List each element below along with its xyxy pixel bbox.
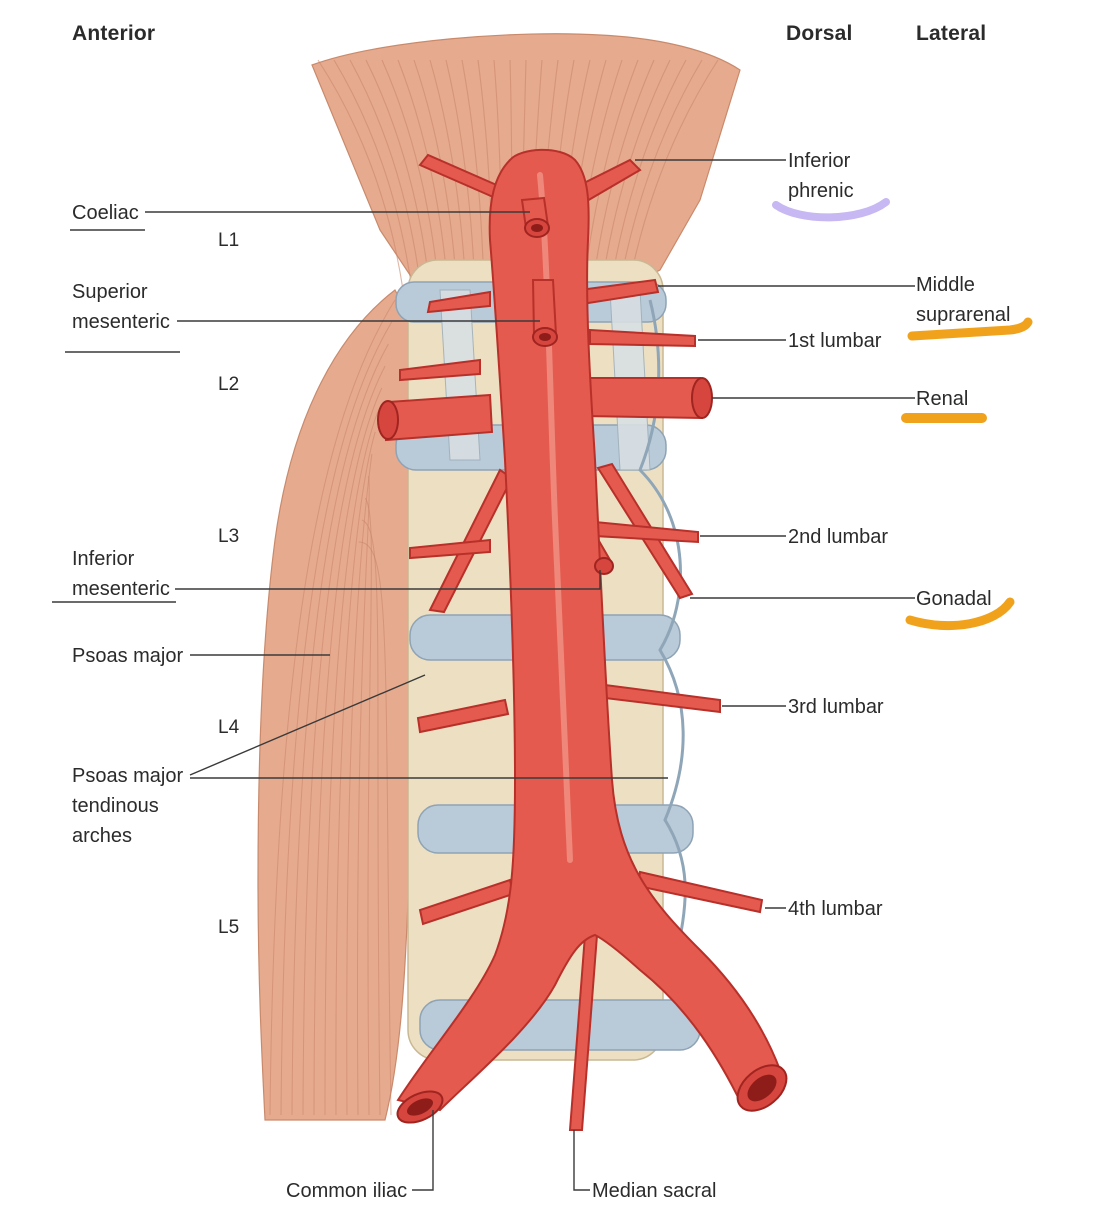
renal-label: Renal [916, 388, 968, 410]
level-l4: L4 [218, 717, 240, 738]
level-l1: L1 [218, 230, 239, 251]
right-renal-lumen [691, 377, 713, 419]
left-renal-artery [384, 393, 494, 442]
psoas-major-label: Psoas major [72, 645, 183, 667]
psoas-arches-label-line2: tendinous [72, 795, 159, 817]
common-iliac-label: Common iliac [286, 1180, 407, 1200]
inferior-phrenic-label-line2: phrenic [788, 180, 854, 202]
anterior-header: Anterior [72, 22, 155, 45]
leader-lines [145, 159, 915, 1191]
level-l5: L5 [218, 917, 239, 938]
dorsal-header: Dorsal [786, 22, 853, 45]
superior-mesenteric-label-line2: mesenteric [72, 311, 170, 333]
middle-suprarenal-label-line2: suprarenal [916, 304, 1011, 326]
psoas-arches-label-line3: arches [72, 825, 132, 847]
gonadal-label: Gonadal [916, 588, 992, 610]
inferior-phrenic-highlight [772, 198, 890, 222]
lateral-header: Lateral [916, 22, 986, 45]
level-l2: L2 [218, 374, 239, 395]
level-l3: L3 [218, 526, 239, 547]
left-second-lumbar-artery [409, 538, 491, 560]
inferior-phrenic-label-line1: Inferior [788, 150, 851, 172]
middle-suprarenal-highlight [907, 317, 1033, 341]
inferior-mesenteric-label-line1: Inferior [72, 548, 135, 570]
left-middle-suprarenal-artery [426, 290, 491, 314]
inferior-mesenteric-lumen [594, 557, 614, 575]
highlight-marks [772, 198, 1033, 630]
gonadal-highlight [905, 597, 1015, 630]
psoas-arches-label-line1: Psoas major [72, 765, 183, 787]
coeliac-label: Coeliac [72, 202, 139, 224]
psoas-major-muscle [257, 289, 435, 1121]
right-renal-artery [584, 377, 704, 420]
third-lumbar-label: 3rd lumbar [788, 696, 884, 718]
fourth-lumbar-label: 4th lumbar [788, 898, 883, 920]
median-sacral-label: Median sacral [592, 1180, 717, 1200]
left-renal-lumen [377, 400, 399, 440]
right-first-lumbar-artery [589, 328, 696, 348]
first-lumbar-label: 1st lumbar [788, 330, 882, 352]
superior-mesenteric-artery [531, 279, 558, 336]
abdominal-aorta [377, 148, 788, 1124]
superior-mesenteric-label-line1: Superior [72, 281, 148, 303]
right-tendinous-arch [638, 299, 687, 961]
second-lumbar-label: 2nd lumbar [788, 526, 888, 548]
left-third-lumbar-artery [416, 698, 510, 734]
label-underlines [52, 229, 180, 603]
middle-suprarenal-label-line1: Middle [916, 274, 975, 296]
left-first-lumbar-artery [399, 358, 481, 382]
inferior-mesenteric-label-line2: mesenteric [72, 578, 170, 600]
